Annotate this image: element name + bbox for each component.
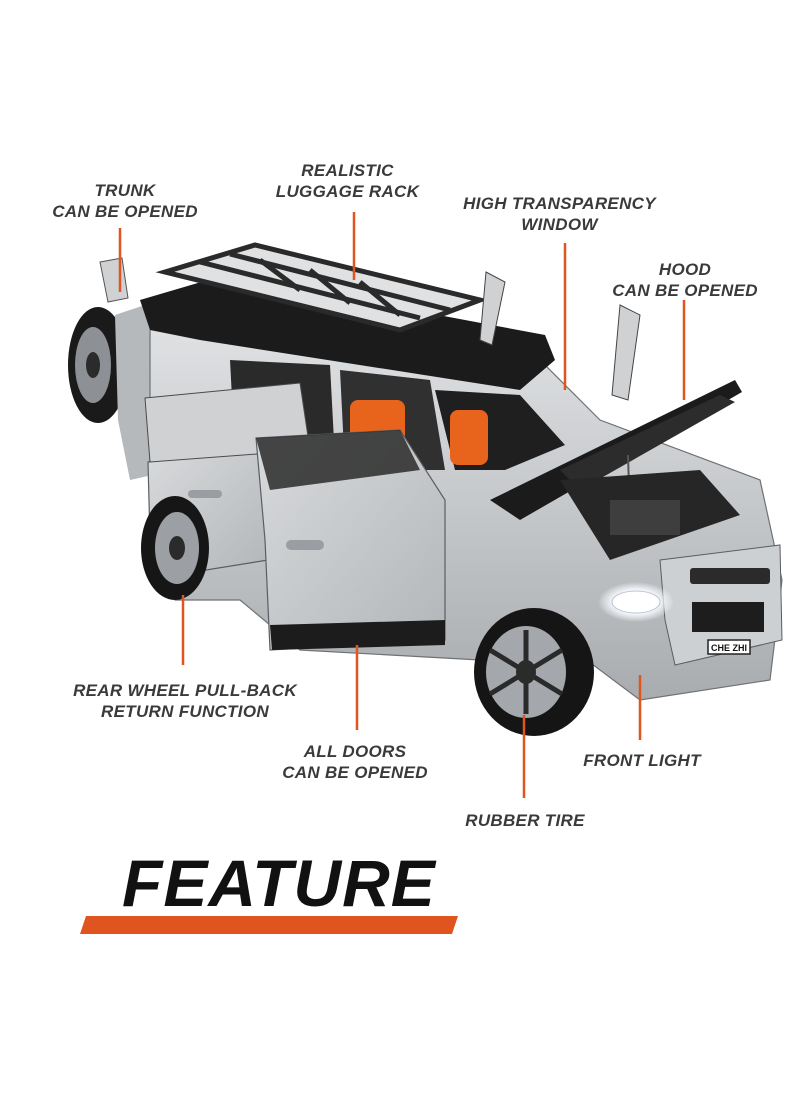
callout-rear-wheel-line2: RETURN FUNCTION (101, 702, 269, 721)
callout-trunk-line2: CAN BE OPENED (52, 202, 198, 221)
callout-tire: RUBBER TIRE (455, 810, 595, 831)
spare-wheel (68, 307, 128, 423)
callout-hood: HOOD CAN BE OPENED (605, 259, 765, 301)
callout-hood-line2: CAN BE OPENED (612, 281, 758, 300)
callout-window: HIGH TRANSPARENCY WINDOW (452, 193, 667, 235)
rear-wheel (141, 496, 209, 600)
callout-luggage-rack: REALISTIC LUGGAGE RACK (265, 160, 430, 202)
license-plate-text: CHE ZHI (711, 643, 747, 653)
callout-luggage-rack-line2: LUGGAGE RACK (275, 182, 420, 201)
open-hood (490, 380, 742, 560)
callout-hood-line1: HOOD (658, 260, 712, 279)
feature-underline (80, 916, 458, 934)
feature-heading: FEATURE (122, 846, 436, 920)
callout-front-light-line1: FRONT LIGHT (583, 751, 701, 770)
leader-lines (118, 212, 686, 798)
callout-rear-wheel-line1: REAR WHEEL PULL-BACK (73, 681, 297, 700)
luggage-rack (155, 242, 489, 333)
front-wheel (474, 608, 594, 736)
callout-doors-line1: ALL DOORS (303, 742, 407, 761)
callout-trunk-line1: TRUNK (94, 181, 156, 200)
callout-tire-line1: RUBBER TIRE (465, 811, 585, 830)
callout-rear-wheel: REAR WHEEL PULL-BACK RETURN FUNCTION (65, 680, 305, 722)
callout-window-line2: WINDOW (521, 215, 598, 234)
callout-front-light: FRONT LIGHT (572, 750, 712, 771)
callout-window-line1: HIGH TRANSPARENCY (463, 194, 656, 213)
callout-doors-line2: CAN BE OPENED (282, 763, 428, 782)
callout-luggage-rack-line1: REALISTIC (301, 161, 394, 180)
callout-trunk: TRUNK CAN BE OPENED (45, 180, 205, 222)
callout-doors: ALL DOORS CAN BE OPENED (275, 741, 435, 783)
